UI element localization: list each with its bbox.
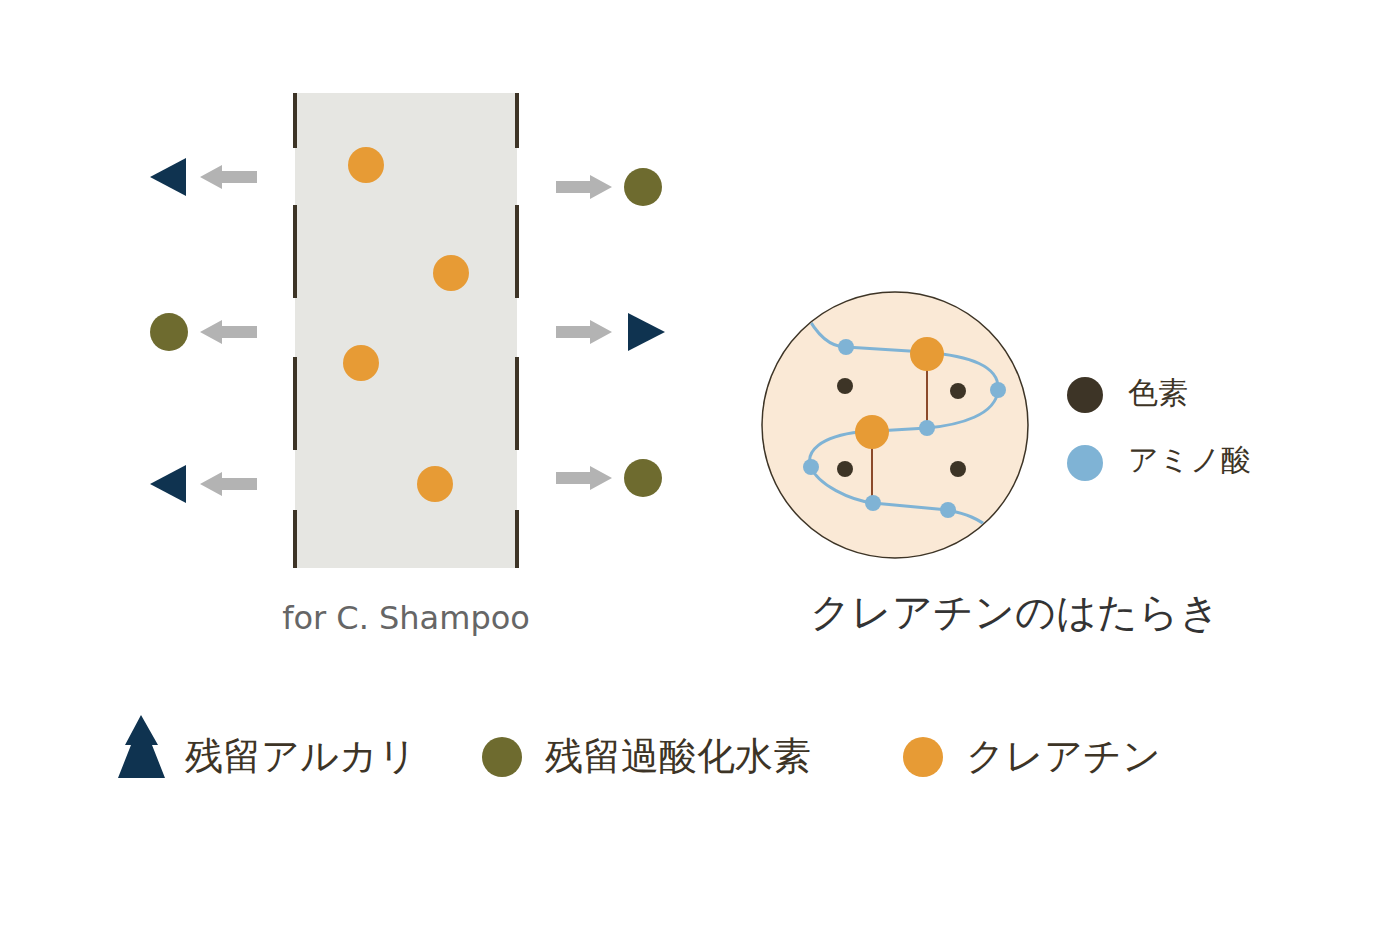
legend-swatch <box>1067 445 1103 481</box>
legend-text: アミノ酸 <box>1128 442 1251 478</box>
legend-text: 残留過酸化水素 <box>545 734 811 780</box>
legend-swatch <box>1067 377 1103 413</box>
legend-text: 残留アルカリ <box>185 734 417 780</box>
protein-chain <box>805 312 998 530</box>
membrane-band <box>295 93 517 568</box>
alkali-legend-sample <box>118 715 165 778</box>
legend-text: クレアチン <box>966 734 1161 780</box>
outflow-arrows <box>200 165 612 496</box>
bound-creatine <box>855 337 944 449</box>
legend-swatch <box>482 737 522 777</box>
alkali-marks <box>150 158 665 503</box>
pigment-dots <box>837 378 966 477</box>
magnified-circle <box>762 292 1028 558</box>
legend-text: 色素 <box>1128 375 1188 411</box>
legend-swatch <box>903 737 943 777</box>
creatine-dots <box>343 147 469 502</box>
peroxide-marks <box>150 168 662 497</box>
panel-caption: for C. Shampoo <box>282 599 530 637</box>
amino-acid-dots <box>803 339 1006 518</box>
figure-caption: クレアチンのはたらき <box>810 588 1220 636</box>
membrane-walls <box>295 93 517 568</box>
